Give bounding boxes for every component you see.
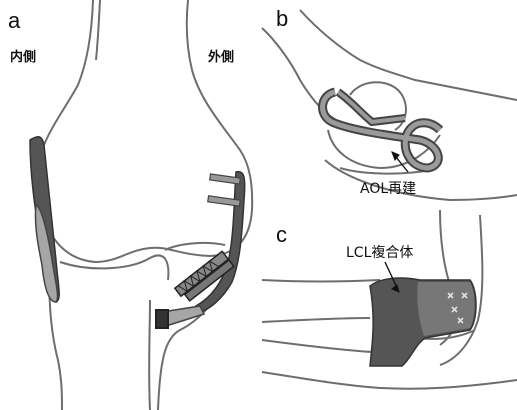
panel-b-letter: b <box>276 6 288 32</box>
aol-graft-outer <box>323 92 440 168</box>
medial-label: 内側 <box>10 46 36 65</box>
femur-outline <box>38 0 252 262</box>
humerus-outline <box>262 10 517 122</box>
lcl-complex-graft-shade <box>417 282 474 336</box>
panel-c-elbow-diagram <box>262 210 517 389</box>
aol-reconstruction-label: AOL再建 <box>360 178 416 198</box>
lateral-condyle-line <box>165 243 225 250</box>
panel-b-elbow-diagram <box>262 10 517 200</box>
femur-shaft-inner <box>96 0 100 60</box>
panel-c-letter: c <box>276 222 287 248</box>
tibial-anchor <box>156 310 168 328</box>
panel-a-letter: a <box>8 8 20 34</box>
lcl-complex-label: LCL複合体 <box>346 242 413 262</box>
forearm-outline-upper <box>262 280 380 322</box>
lateral-label: 外側 <box>208 46 234 65</box>
